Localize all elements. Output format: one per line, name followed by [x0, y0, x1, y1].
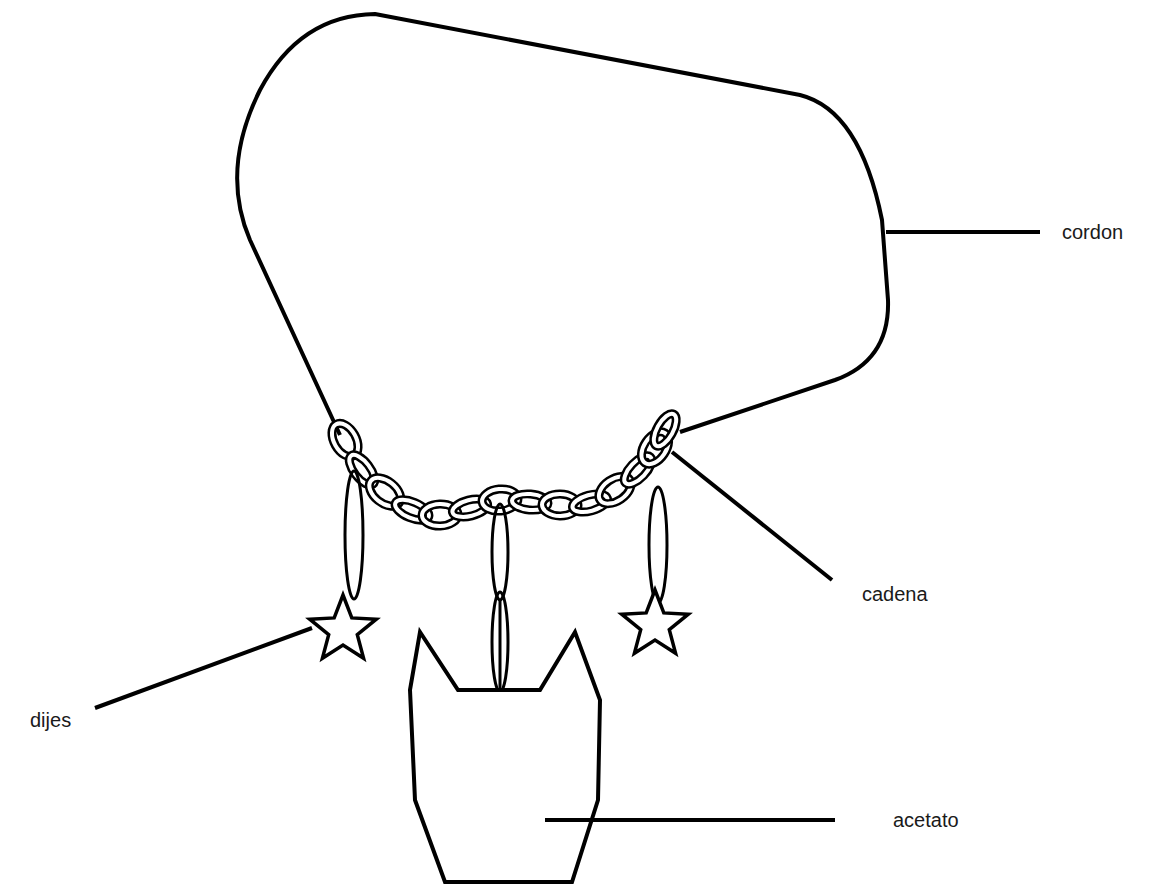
- charm-ring: [649, 487, 667, 603]
- chain-link: [649, 410, 680, 449]
- charm-ring: [492, 592, 508, 692]
- charm-ring: [492, 504, 508, 600]
- part-label: cadena: [862, 582, 928, 606]
- star-charm: [622, 590, 689, 653]
- leader-line: [545, 818, 835, 822]
- part-label: cordon: [1062, 220, 1123, 244]
- leader-line: [95, 628, 312, 708]
- part-label: acetato: [893, 808, 959, 832]
- leader-line: [672, 452, 832, 580]
- leader-line: [886, 230, 1040, 234]
- acetate-pendant: [410, 632, 600, 882]
- star-charm: [310, 595, 377, 658]
- charm-ring: [345, 471, 363, 599]
- cord: [237, 14, 888, 435]
- chain-link: [594, 471, 636, 510]
- part-label: dijes: [30, 708, 71, 732]
- pendant-link: [499, 600, 502, 692]
